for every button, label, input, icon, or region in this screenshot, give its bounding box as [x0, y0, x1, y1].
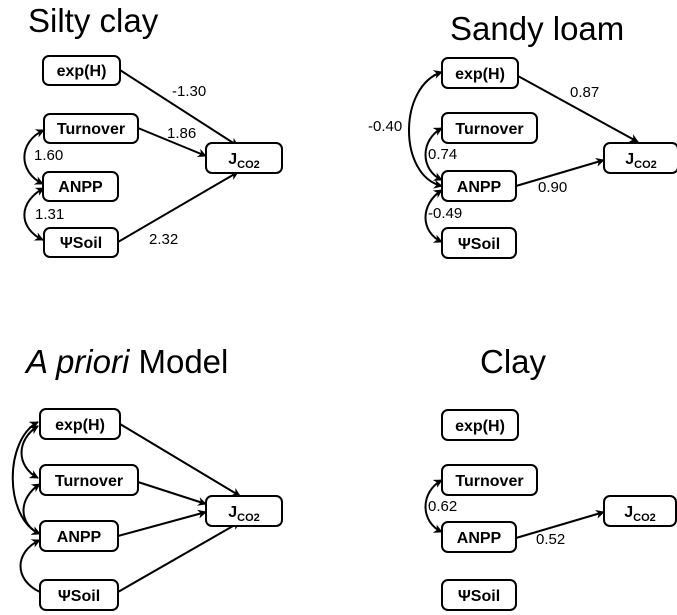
svg-text:exp(H): exp(H)	[55, 417, 105, 434]
edge-exp-turnover	[20, 425, 39, 479]
edge-exp-jco2	[119, 423, 241, 497]
edge-exp-jco2	[119, 69, 239, 147]
svg-text:ANPP: ANPP	[457, 179, 502, 196]
node-exp-h: exp(H)	[39, 408, 121, 440]
svg-text:ANPP: ANPP	[58, 179, 103, 196]
edge-psi-anpp	[23, 187, 45, 241]
panel-silty-clay: Silty clay exp(H) Turnover ANPP ΨSoil JC…	[23, 2, 283, 258]
panel-title-a-priori: A priori Model	[24, 343, 228, 380]
coef-clay-turn-anpp: 0.62	[428, 498, 457, 515]
edge-turnover-anpp	[23, 129, 45, 185]
node-anpp: ANPP	[39, 520, 119, 552]
coef-silty-turnover: 1.86	[167, 125, 196, 142]
edge-psi-jco2	[117, 171, 239, 243]
svg-text:Turnover: Turnover	[455, 121, 523, 138]
node-turnover: Turnover	[43, 113, 139, 144]
svg-text:exp(H): exp(H)	[57, 63, 107, 80]
node-turnover: Turnover	[39, 464, 139, 496]
node-psi-soil: ΨSoil	[441, 227, 517, 259]
svg-text:ΨSoil: ΨSoil	[458, 236, 500, 253]
svg-text:JCO2: JCO2	[228, 504, 260, 524]
node-anpp: ANPP	[42, 171, 119, 202]
node-anpp: ANPP	[441, 521, 517, 553]
edge-anpp-jco2	[515, 157, 605, 187]
node-psi-soil: ΨSoil	[441, 579, 517, 611]
svg-text:exp(H): exp(H)	[455, 66, 505, 83]
svg-text:Turnover: Turnover	[57, 121, 125, 138]
panel-title-clay: Clay	[480, 343, 547, 380]
svg-text:ΨSoil: ΨSoil	[58, 588, 100, 605]
node-jco2: JCO2	[603, 142, 677, 174]
node-exp-h: exp(H)	[441, 57, 519, 89]
svg-text:JCO2: JCO2	[228, 151, 260, 171]
node-anpp: ANPP	[441, 170, 517, 202]
edge-turnover-jco2	[137, 481, 207, 506]
panel-a-priori-model: A priori Model exp(H) Turnover ANPP ΨSoi…	[11, 343, 283, 611]
edge-exp-jco2	[517, 75, 639, 143]
node-turnover: Turnover	[441, 464, 538, 496]
svg-text:ANPP: ANPP	[457, 530, 502, 547]
edge-psi-jco2	[117, 521, 241, 593]
coef-silty-turn-anpp: 1.60	[34, 147, 63, 164]
svg-text:ΨSoil: ΨSoil	[458, 588, 500, 605]
svg-text:exp(H): exp(H)	[455, 418, 505, 435]
coef-sandy-psi-anpp: -0.49	[428, 205, 462, 222]
svg-text:JCO2: JCO2	[624, 504, 656, 524]
coef-sandy-turn-anpp: 0.74	[428, 146, 457, 163]
svg-text:ΨSoil: ΨSoil	[60, 235, 102, 252]
svg-text:ANPP: ANPP	[57, 529, 102, 546]
node-psi-soil: ΨSoil	[39, 579, 119, 611]
coef-clay-anpp: 0.52	[536, 531, 565, 548]
coef-sandy-exp: 0.87	[570, 84, 599, 101]
node-jco2: JCO2	[205, 495, 283, 527]
svg-text:Turnover: Turnover	[455, 473, 523, 490]
edge-psi-anpp	[424, 189, 443, 243]
coef-silty-exp: -1.30	[172, 83, 206, 100]
node-jco2: JCO2	[205, 142, 283, 174]
svg-text:JCO2: JCO2	[625, 151, 657, 171]
edge-exp-anpp	[11, 421, 41, 535]
edge-anpp-jco2	[515, 509, 605, 539]
svg-text:Turnover: Turnover	[55, 473, 123, 490]
panel-sandy-loam: Sandy loam exp(H) Turnover ANPP ΨSoil JC…	[368, 10, 677, 259]
edge-turnover-anpp	[22, 483, 41, 535]
coef-sandy-exp-anpp: -0.40	[368, 118, 402, 135]
coef-silty-psi: 2.32	[149, 231, 178, 248]
edge-psi-anpp	[19, 539, 41, 593]
panel-title-silty-clay: Silty clay	[28, 2, 159, 39]
node-turnover: Turnover	[441, 112, 538, 144]
edge-turnover-anpp	[424, 479, 443, 533]
edge-turnover-jco2	[137, 127, 207, 158]
edge-anpp-jco2	[117, 509, 207, 537]
panel-title-sandy-loam: Sandy loam	[450, 10, 624, 47]
node-exp-h: exp(H)	[441, 409, 519, 441]
node-psi-soil: ΨSoil	[43, 227, 119, 258]
coef-silty-psi-anpp: 1.31	[35, 206, 64, 223]
edge-exp-anpp	[408, 70, 443, 189]
panel-clay: Clay exp(H) Turnover ANPP ΨSoil JCO2 0.6…	[424, 343, 677, 611]
node-jco2: JCO2	[603, 495, 677, 527]
coef-sandy-anpp: 0.90	[538, 179, 567, 196]
edge-turnover-anpp	[424, 127, 443, 181]
node-exp-h: exp(H)	[42, 55, 121, 86]
